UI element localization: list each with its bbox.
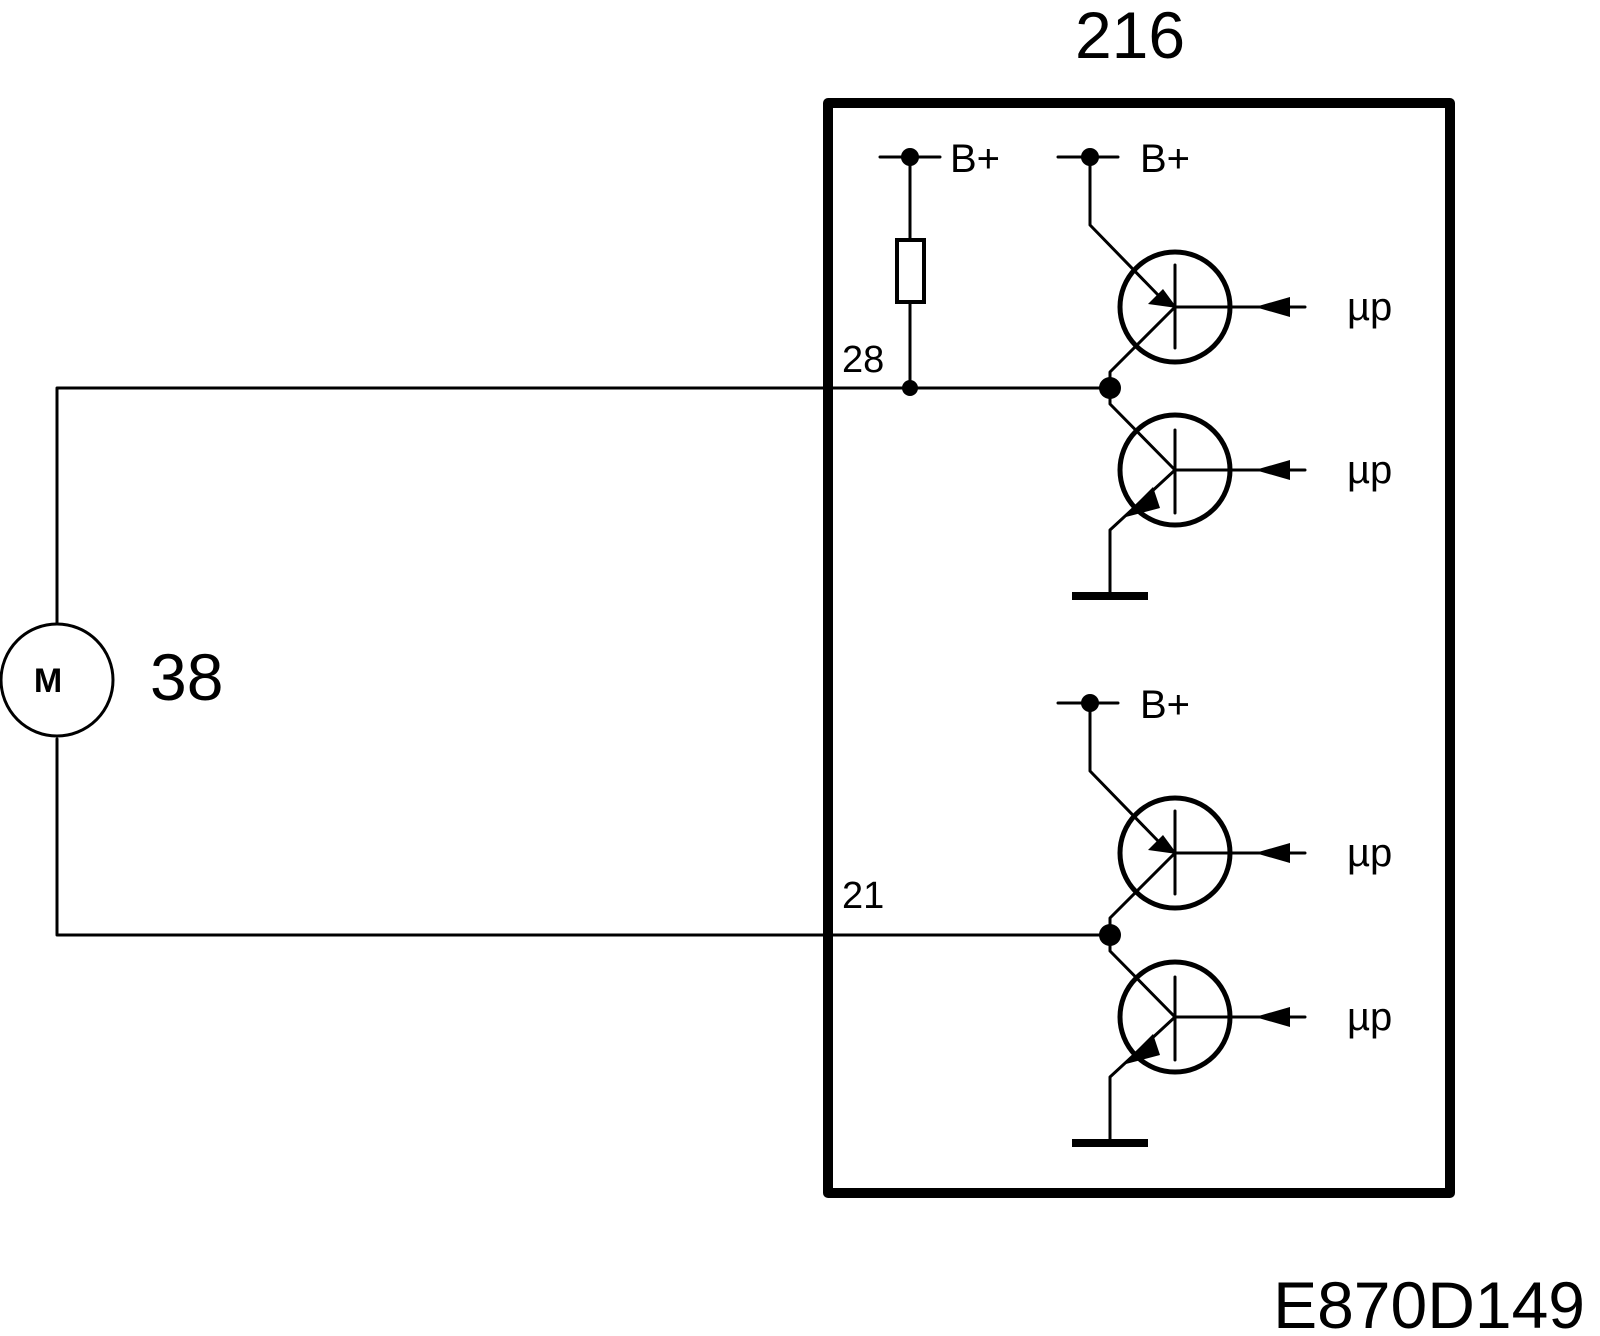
control-label-high-1: µp: [1347, 285, 1392, 329]
transistor-low-2: [1072, 933, 1307, 1147]
transistor-high-1: [1056, 148, 1307, 390]
control-label-high-2: µp: [1347, 831, 1392, 875]
pull-up-resistor: [878, 148, 942, 396]
supply-label-resistor: B+: [950, 137, 1000, 181]
transistor-low-1: [1072, 386, 1307, 600]
pin-28-label: 28: [842, 339, 884, 381]
pin-21-label: 21: [842, 875, 884, 917]
motor-wiring: [55, 386, 1112, 937]
module-label: 216: [1075, 0, 1185, 72]
supply-label-high-2: B+: [1140, 683, 1190, 727]
motor-letter: M: [34, 662, 62, 700]
motor-label: 38: [150, 640, 223, 714]
motor-symbol: M: [0, 622, 115, 738]
transistor-high-2: [1056, 694, 1307, 937]
control-label-low-2: µp: [1347, 995, 1392, 1039]
module-box: [823, 98, 1455, 1198]
supply-label-high-1: B+: [1140, 137, 1190, 181]
control-label-low-1: µp: [1347, 448, 1392, 492]
figure-code: E870D149: [1273, 1268, 1585, 1336]
